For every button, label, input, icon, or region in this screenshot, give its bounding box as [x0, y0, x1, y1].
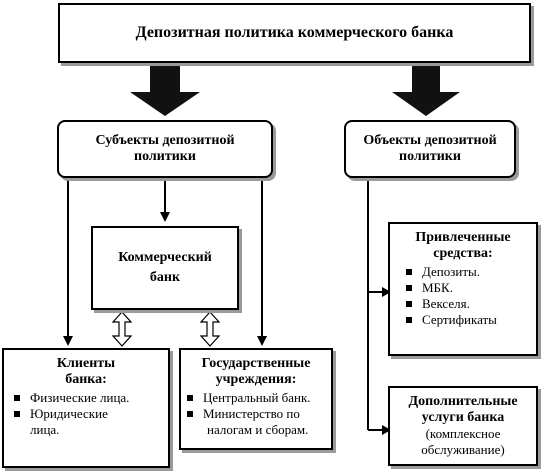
- services-title-line1: Дополнительные: [408, 394, 518, 409]
- double-arrow-right: [199, 311, 221, 347]
- clients-box: Клиенты банка: Физические лица. Юридичес…: [2, 348, 170, 468]
- list-item: Центральный банк.: [181, 390, 331, 406]
- clients-title-line2: банка:: [65, 372, 107, 387]
- title-box: Депозитная политика коммерческого банка: [58, 3, 531, 63]
- attracted-title-line1: Привлеченные: [415, 230, 511, 245]
- double-arrow-left: [111, 311, 133, 347]
- objects-box: Объекты депозитной политики: [344, 120, 516, 178]
- government-title-line2: учреждения:: [215, 372, 297, 387]
- subjects-box: Субъекты депозитной политики: [57, 120, 273, 178]
- objects-title-line2: политики: [399, 149, 461, 164]
- attracted-title-line2: средства:: [433, 246, 493, 261]
- subjects-title-line2: политики: [134, 149, 196, 164]
- attracted-funds-box: Привлеченные средства: Депозиты. МБК. Ве…: [388, 222, 538, 356]
- objects-title-line1: Объекты депозитной: [363, 133, 497, 148]
- clients-list: Физические лица. Юридические: [4, 390, 168, 422]
- bank-line1: Коммерческий: [118, 250, 212, 265]
- government-box: Государственные учреждения: Центральный …: [179, 348, 333, 450]
- commercial-bank-box: Коммерческий банк: [91, 226, 239, 310]
- list-item: Министерство по: [181, 406, 331, 422]
- clients-item-continuation: лица.: [30, 422, 60, 437]
- list-item: Депозиты.: [400, 264, 536, 280]
- bank-line2: банк: [149, 270, 181, 285]
- list-item: Физические лица.: [8, 390, 168, 406]
- government-title-line1: Государственные: [201, 356, 311, 371]
- attracted-list: Депозиты. МБК. Векселя. Сертификаты: [390, 264, 536, 328]
- diagram-title: Депозитная политика коммерческого банка: [135, 24, 454, 41]
- list-item: Сертификаты: [400, 312, 536, 328]
- services-note-line2: обслуживание): [421, 442, 505, 457]
- additional-services-box: Дополнительные услуги банка (комплексное…: [388, 386, 538, 466]
- list-item: Векселя.: [400, 296, 536, 312]
- government-item-continuation: налогам и сборам.: [207, 422, 309, 437]
- list-item: Юридические: [8, 406, 168, 422]
- government-list: Центральный банк. Министерство по: [181, 390, 331, 422]
- list-item: МБК.: [400, 280, 536, 296]
- services-title-line2: услуги банка: [421, 410, 505, 425]
- services-note-line1: (комплексное: [425, 426, 501, 441]
- block-arrow-left: [130, 66, 200, 116]
- block-arrow-right: [392, 66, 460, 116]
- subjects-title-line1: Субъекты депозитной: [95, 133, 235, 148]
- clients-title-line1: Клиенты: [56, 356, 116, 371]
